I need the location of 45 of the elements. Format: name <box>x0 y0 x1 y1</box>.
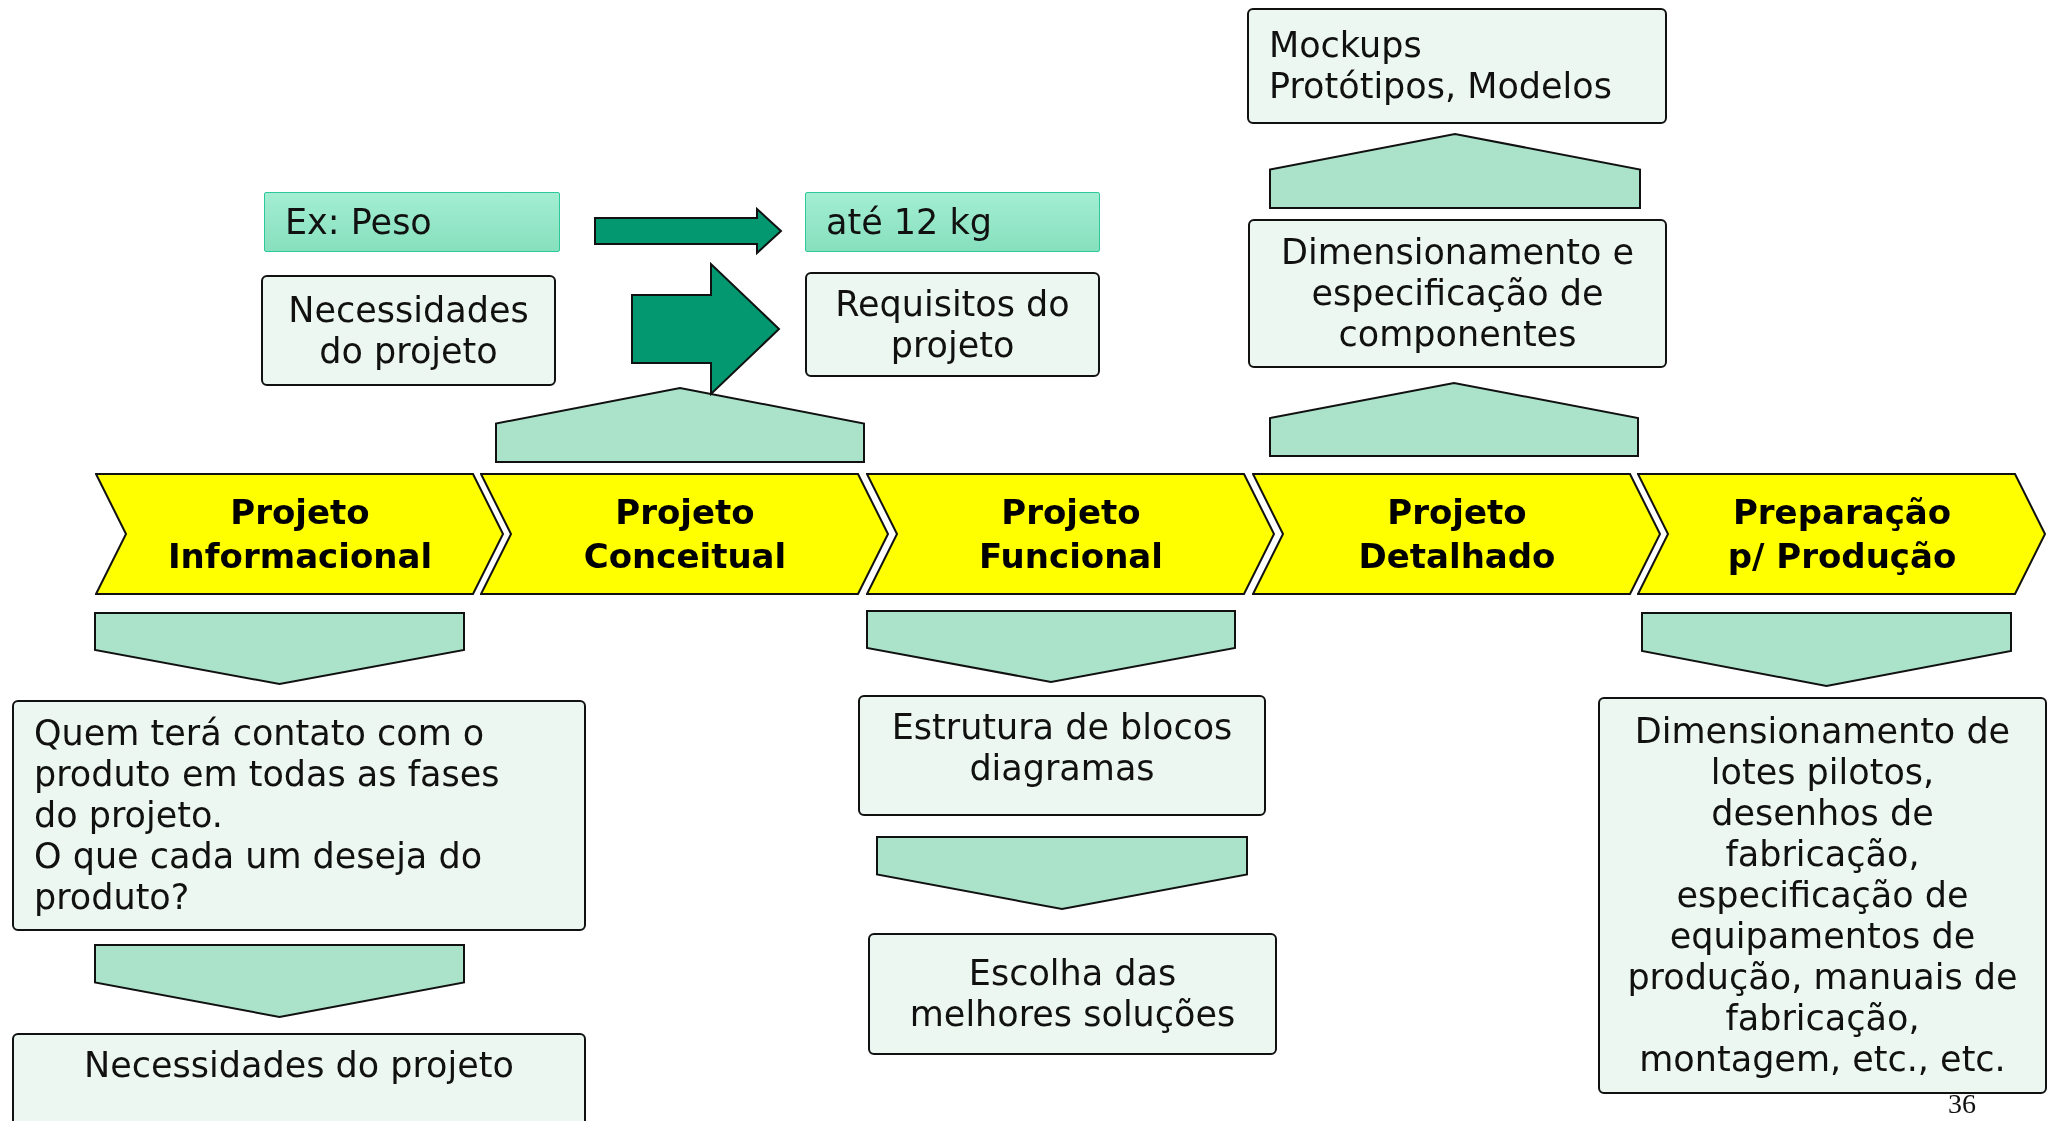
box-text: Quem terá contato com o produto em todas as fases do projeto. <box>34 713 501 836</box>
phase-band <box>866 473 1276 595</box>
text-box <box>868 933 1277 1055</box>
box-text: Ex: Peso <box>285 201 432 243</box>
phase-title: Projeto Informacional <box>166 490 434 578</box>
block-arrow <box>495 387 865 463</box>
box-text: Protótipos, Modelos <box>1269 66 1612 107</box>
phase-band <box>95 473 505 595</box>
block-arrow <box>1269 382 1639 457</box>
text-box <box>805 272 1100 377</box>
text-box <box>1598 697 2047 1094</box>
box-text: Escolha das melhores soluções <box>908 953 1237 1035</box>
text-box <box>1247 8 1667 124</box>
phase-band <box>480 473 890 595</box>
phase-title: Projeto Detalhado <box>1357 490 1557 578</box>
box-text: Mockups <box>1269 25 1422 66</box>
text-box <box>1248 219 1667 368</box>
block-arrow <box>866 610 1236 683</box>
phase-band <box>1637 473 2047 595</box>
block-arrow <box>1641 612 2012 687</box>
phase-band <box>1252 473 1662 595</box>
block-arrow <box>876 836 1248 910</box>
block-arrow <box>594 206 783 256</box>
text-box <box>12 1033 586 1121</box>
phase-title: Preparação p/ Produção <box>1726 490 1958 578</box>
phase-title: Projeto Funcional <box>978 490 1164 578</box>
block-arrow <box>1269 133 1641 209</box>
box-text: Estrutura de blocos diagramas <box>890 707 1234 789</box>
text-box <box>261 275 556 386</box>
box-text: Requisitos do projeto <box>834 283 1071 366</box>
example-box <box>805 192 1100 252</box>
text-box <box>858 695 1266 816</box>
page-number: 36 <box>1948 1088 1976 1120</box>
example-box <box>264 192 560 252</box>
box-text: O que cada um deseja do produto? <box>34 835 484 918</box>
box-text: Dimensionamento e especificação de componentes <box>1279 232 1636 355</box>
box-text: Necessidades do projeto <box>287 289 530 372</box>
text-box <box>12 700 586 931</box>
block-arrow <box>94 612 465 685</box>
block-arrow <box>631 261 781 397</box>
box-text: Necessidades do projeto <box>84 1045 514 1086</box>
block-arrow <box>94 944 465 1018</box>
phase-title: Projeto Conceitual <box>582 490 788 578</box>
box-text: Dimensionamento de lotes pilotos, desenhos de fabricação, especificação de equipamentos de produção, manuais de fabricação, montagem, etc., etc. <box>1626 711 2019 1080</box>
box-text: até 12 kg <box>826 201 992 243</box>
